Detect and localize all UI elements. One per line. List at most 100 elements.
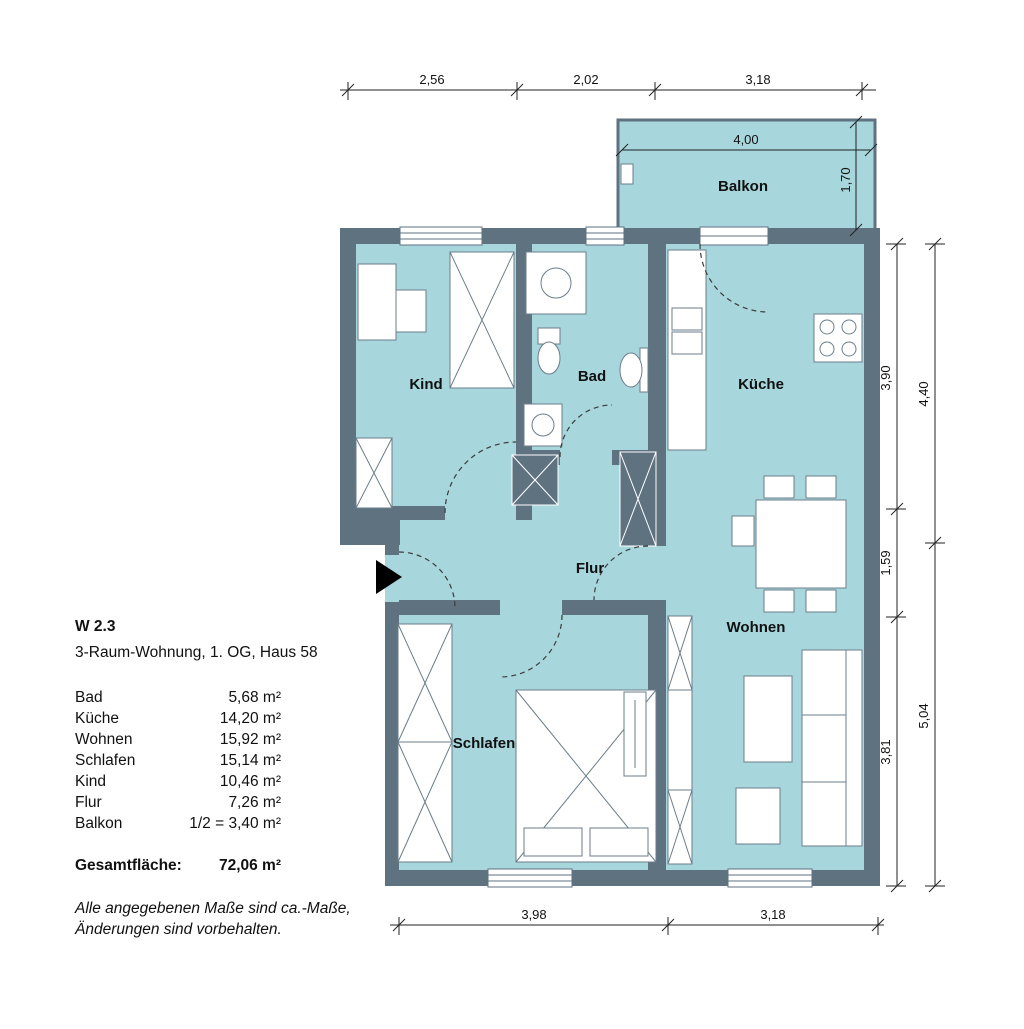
armchair — [735, 787, 781, 845]
room-label-kind: Kind — [409, 376, 442, 393]
wall-right — [864, 228, 880, 886]
dimensions — [340, 82, 945, 935]
shower — [525, 251, 587, 315]
shaft-flur — [511, 454, 559, 506]
dim-right-inner-2: 1,59 — [878, 550, 893, 575]
dim-balcony-depth — [849, 115, 863, 237]
chair — [805, 589, 837, 613]
wohnen-shelf — [667, 615, 693, 865]
bad-window — [585, 226, 625, 246]
kind-chair — [395, 289, 427, 333]
area-value: 10,46 m² — [219, 773, 281, 790]
balcony-divider — [620, 163, 634, 185]
area-row: Schlafen 15,14 m² — [75, 750, 281, 771]
disclaimer-line-2: Änderungen sind vorbehalten. — [75, 921, 282, 938]
area-row: Bad 5,68 m² — [75, 687, 281, 708]
area-room: Wohnen — [75, 731, 133, 748]
kueche-furniture — [667, 249, 863, 613]
washing-machine — [523, 403, 563, 447]
dimension-labels: 2,56 2,02 3,18 4,00 1,70 3,90 1,59 3,81 … — [419, 72, 931, 922]
windows — [399, 226, 813, 888]
chair — [731, 515, 755, 547]
doors — [398, 243, 769, 678]
kind-door — [444, 441, 517, 514]
dim-right-outer-1: 4,40 — [916, 381, 931, 406]
area-row: Flur 7,26 m² — [75, 792, 281, 813]
dim-chain-top — [340, 82, 876, 100]
kind-furniture — [355, 251, 515, 509]
area-value: 5,68 m² — [228, 689, 281, 706]
area-room: Bad — [75, 689, 103, 706]
disclaimer: Alle angegebenen Maße sind ca.-Maße, Änd… — [75, 898, 351, 940]
wall-kind-south — [400, 506, 445, 520]
kind-desk — [357, 263, 397, 341]
room-labels: Kind Bad Küche Flur Wohnen Schlafen Balk… — [409, 178, 785, 752]
dim-balcony-depth-label: 1,70 — [838, 167, 853, 192]
dim-balcony-width — [615, 143, 878, 157]
wall-schlafen-north-left — [399, 600, 500, 615]
area-row: Küche 14,20 m² — [75, 708, 281, 729]
area-room: Flur — [75, 794, 102, 811]
bad-door — [559, 404, 613, 458]
area-row: Balkon 1/2 = 3,40 m² — [75, 813, 281, 834]
dim-top-3: 3,18 — [745, 72, 770, 87]
total-label: Gesamtfläche: — [75, 857, 182, 874]
area-value: 14,20 m² — [219, 710, 281, 727]
wohnen-window — [727, 868, 813, 888]
area-value: 7,26 m² — [228, 794, 281, 811]
schlafen-wardrobe — [397, 623, 453, 863]
schlafen-window — [487, 868, 573, 888]
dim-bottom-2: 3,18 — [760, 907, 785, 922]
info-panel: W 2.3 3-Raum-Wohnung, 1. OG, Haus 58 Bad… — [75, 616, 351, 940]
chair — [763, 475, 795, 499]
balcony — [616, 118, 877, 234]
chair — [763, 589, 795, 613]
room-label-flur: Flur — [576, 560, 604, 577]
dim-right-inner-3: 3,81 — [878, 739, 893, 764]
area-room: Balkon — [75, 815, 123, 832]
wohnen-door — [593, 545, 649, 601]
unit-subtitle: 3-Raum-Wohnung, 1. OG, Haus 58 — [75, 644, 318, 661]
furniture — [355, 249, 863, 865]
wall-left-upper — [340, 228, 356, 545]
wohnen-furniture — [667, 615, 863, 865]
room-label-kueche: Küche — [738, 376, 784, 393]
pillow — [589, 827, 649, 857]
area-value: 1/2 = 3,40 m² — [189, 815, 281, 832]
chair — [805, 475, 837, 499]
area-row: Wohnen 15,92 m² — [75, 729, 281, 750]
dim-chain-right-outer — [925, 237, 945, 893]
balcony-door — [699, 243, 769, 313]
room-label-balkon: Balkon — [718, 178, 768, 195]
dining-table — [755, 499, 847, 589]
area-room: Schlafen — [75, 752, 136, 769]
wall-schlafen-north-right — [562, 600, 648, 615]
shafts — [511, 451, 657, 547]
toilet — [537, 341, 561, 375]
pillow — [523, 827, 583, 857]
shaft-kueche — [619, 451, 657, 547]
bad-sink — [619, 352, 643, 388]
wall-left-lower-b — [385, 602, 399, 870]
sofa — [801, 649, 863, 847]
bad-furniture — [523, 251, 649, 447]
dim-right-outer-2: 5,04 — [916, 703, 931, 728]
room-label-wohnen: Wohnen — [727, 619, 786, 636]
kitchen-sink-2 — [671, 331, 703, 355]
total-row: Gesamtfläche: 72,06 m² — [75, 855, 281, 876]
dim-top-1: 2,56 — [419, 72, 444, 87]
dim-chain-bottom — [390, 917, 885, 935]
entrance-door — [398, 551, 456, 609]
dim-right-inner-1: 3,90 — [878, 365, 893, 390]
area-value: 15,92 m² — [219, 731, 281, 748]
kind-window — [399, 226, 483, 246]
wall-entry-block — [340, 506, 400, 545]
area-room: Küche — [75, 710, 119, 727]
area-row: Kind 10,46 m² — [75, 771, 281, 792]
room-label-schlafen: Schlafen — [453, 735, 516, 752]
wall-left-lower-a — [385, 545, 399, 555]
total-value: 72,06 m² — [218, 857, 281, 874]
area-room: Kind — [75, 773, 107, 790]
